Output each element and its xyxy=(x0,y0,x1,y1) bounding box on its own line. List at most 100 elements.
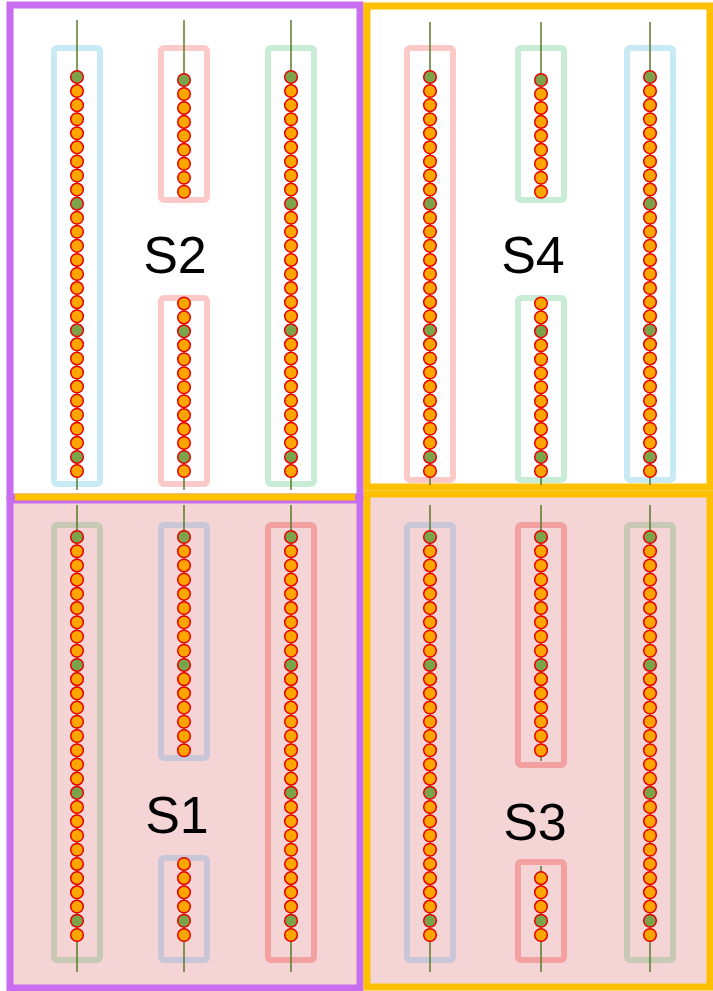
bead-dot xyxy=(285,602,298,615)
bead-dot xyxy=(178,409,191,422)
marker-dot xyxy=(178,531,191,544)
marker-dot xyxy=(644,71,657,84)
bead-dot xyxy=(285,843,298,856)
bead-dot xyxy=(424,366,437,379)
bead-dot xyxy=(71,465,84,478)
bead-dot xyxy=(644,744,657,757)
bead-dot xyxy=(285,858,298,871)
bead-dot xyxy=(285,408,298,421)
bead-dot xyxy=(644,630,657,643)
bead-dot xyxy=(644,573,657,586)
bead-dot xyxy=(424,886,437,899)
bead-dot xyxy=(644,758,657,771)
bead-dot xyxy=(178,673,191,686)
bead-dot xyxy=(285,644,298,657)
bead-dot xyxy=(178,395,191,408)
bead-dot xyxy=(424,394,437,407)
bead-dot xyxy=(71,141,84,154)
bead-dot xyxy=(535,900,548,913)
bead-dot xyxy=(71,829,84,842)
bead-dot xyxy=(285,254,298,267)
bead-dot xyxy=(285,437,298,450)
bead-dot xyxy=(71,408,84,421)
bead-dot xyxy=(178,339,191,352)
bead-dot xyxy=(285,465,298,478)
bead-dot xyxy=(535,409,548,422)
bead-dot xyxy=(424,673,437,686)
bead-dot xyxy=(71,422,84,435)
bead-dot xyxy=(178,465,191,478)
marker-dot xyxy=(285,787,298,800)
bead-dot xyxy=(424,630,437,643)
marker-dot xyxy=(424,324,437,337)
bead-dot xyxy=(644,225,657,238)
bead-dot xyxy=(535,130,548,143)
bead-dot xyxy=(644,99,657,112)
bead-dot xyxy=(424,644,437,657)
column-outline xyxy=(268,48,314,484)
bead-dot xyxy=(535,171,548,184)
region-label: S3 xyxy=(503,796,567,848)
marker-dot xyxy=(285,324,298,337)
marker-dot xyxy=(644,914,657,927)
bead-dot xyxy=(178,185,191,198)
bead-dot xyxy=(285,211,298,224)
bead-dot xyxy=(535,381,548,394)
bead-dot xyxy=(535,559,548,572)
bead-dot xyxy=(644,673,657,686)
bead-dot xyxy=(178,602,191,615)
bead-dot xyxy=(424,408,437,421)
bead-dot xyxy=(424,169,437,182)
bead-dot xyxy=(285,673,298,686)
bead-dot xyxy=(644,310,657,323)
bead-dot xyxy=(535,588,548,601)
bead-dot xyxy=(644,169,657,182)
bead-dot xyxy=(644,588,657,601)
bead-dot xyxy=(285,715,298,728)
bead-dot xyxy=(424,155,437,168)
bead-dot xyxy=(285,630,298,643)
bead-dot xyxy=(285,169,298,182)
bead-dot xyxy=(71,394,84,407)
bead-dot xyxy=(644,465,657,478)
bead-dot xyxy=(424,268,437,281)
bead-dot xyxy=(424,338,437,351)
marker-dot xyxy=(285,197,298,210)
bead-dot xyxy=(535,423,548,436)
marker-dot xyxy=(644,659,657,672)
bead-dot xyxy=(424,437,437,450)
bead-dot xyxy=(285,225,298,238)
bead-dot xyxy=(285,744,298,757)
marker-dot xyxy=(71,197,84,210)
bead-dot xyxy=(71,858,84,871)
bead-dot xyxy=(178,744,191,757)
bead-dot xyxy=(424,900,437,913)
bead-dot xyxy=(535,185,548,198)
bead-dot xyxy=(178,367,191,380)
bead-dot xyxy=(424,127,437,140)
bead-dot xyxy=(178,157,191,170)
bead-dot xyxy=(285,127,298,140)
bead-dot xyxy=(424,113,437,126)
bead-dot xyxy=(644,545,657,558)
bead-dot xyxy=(178,573,191,586)
bead-dot xyxy=(178,102,191,115)
bead-dot xyxy=(424,715,437,728)
bead-dot xyxy=(535,88,548,101)
bead-dot xyxy=(178,687,191,700)
bead-dot xyxy=(285,155,298,168)
bead-dot xyxy=(71,296,84,309)
marker-dot xyxy=(71,451,84,464)
bead-dot xyxy=(71,155,84,168)
bead-dot xyxy=(644,900,657,913)
bead-dot xyxy=(71,886,84,899)
bead-dot xyxy=(644,559,657,572)
bead-dot xyxy=(285,545,298,558)
bead-dot xyxy=(644,772,657,785)
bead-dot xyxy=(71,630,84,643)
column-outline xyxy=(407,48,453,480)
bead-dot xyxy=(71,99,84,112)
bead-dot xyxy=(71,573,84,586)
bead-dot xyxy=(285,616,298,629)
